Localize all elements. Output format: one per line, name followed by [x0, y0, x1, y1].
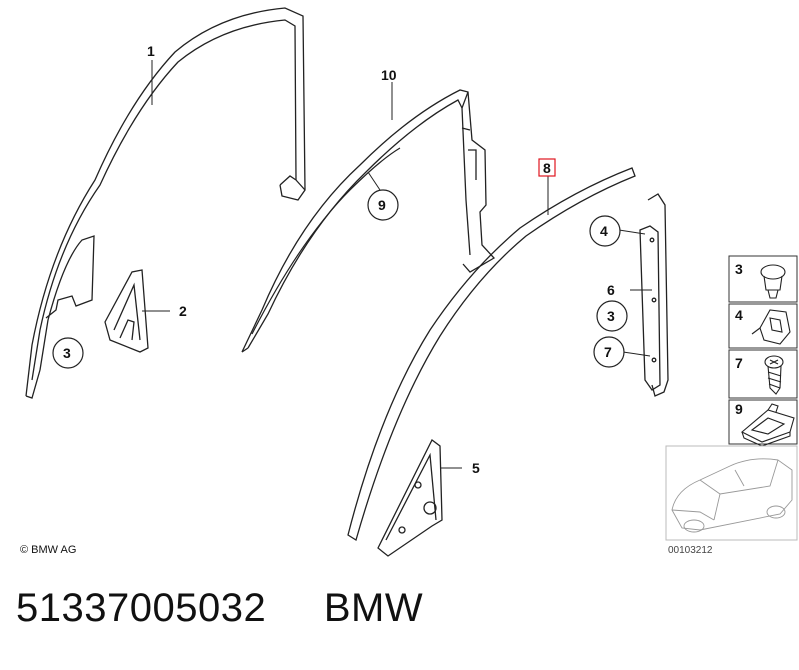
callout-8-highlight-box [538, 158, 556, 177]
callout-2: 2 [179, 303, 187, 319]
circled-3-right: 3 [607, 308, 615, 324]
brand-name: BMW [323, 586, 424, 630]
circled-9: 9 [378, 197, 386, 213]
callout-5: 5 [472, 460, 480, 476]
legend-panel [728, 255, 798, 445]
part-number-caption: 51337005032 BMW [16, 586, 423, 631]
part-1-a-pillar-trim [25, 7, 306, 399]
clip-icon [760, 264, 786, 299]
part-9-seal-strip [251, 147, 401, 335]
leader-lines [142, 60, 652, 469]
car-thumbnail [665, 445, 798, 541]
callout-1: 1 [147, 43, 155, 59]
part-10-window-frame [241, 89, 496, 353]
circled-7: 7 [604, 344, 612, 360]
part-8-window-seal [347, 167, 636, 542]
legend-label-9: 9 [735, 401, 743, 417]
legend-label-3: 3 [735, 261, 743, 277]
screw-icon [764, 355, 784, 395]
legend-label-4: 4 [735, 307, 743, 323]
callout-10: 10 [381, 67, 397, 83]
legend-label-7: 7 [735, 355, 743, 371]
part-5-mirror-triangle [377, 439, 443, 557]
circled-4: 4 [600, 223, 608, 239]
circled-callouts [52, 189, 628, 369]
plate-clip-icon [741, 403, 795, 447]
part-2-triangle-cover [104, 269, 149, 353]
spring-clip-icon [751, 309, 791, 345]
callout-6: 6 [607, 282, 615, 298]
part-number: 51337005032 [16, 586, 267, 630]
copyright-text: © BMW AG [20, 544, 76, 556]
callout-8: 8 [543, 160, 551, 176]
drawing-id: 00103212 [668, 545, 713, 556]
part-6-b-pillar-trim [639, 193, 669, 397]
circled-3-left: 3 [63, 345, 71, 361]
